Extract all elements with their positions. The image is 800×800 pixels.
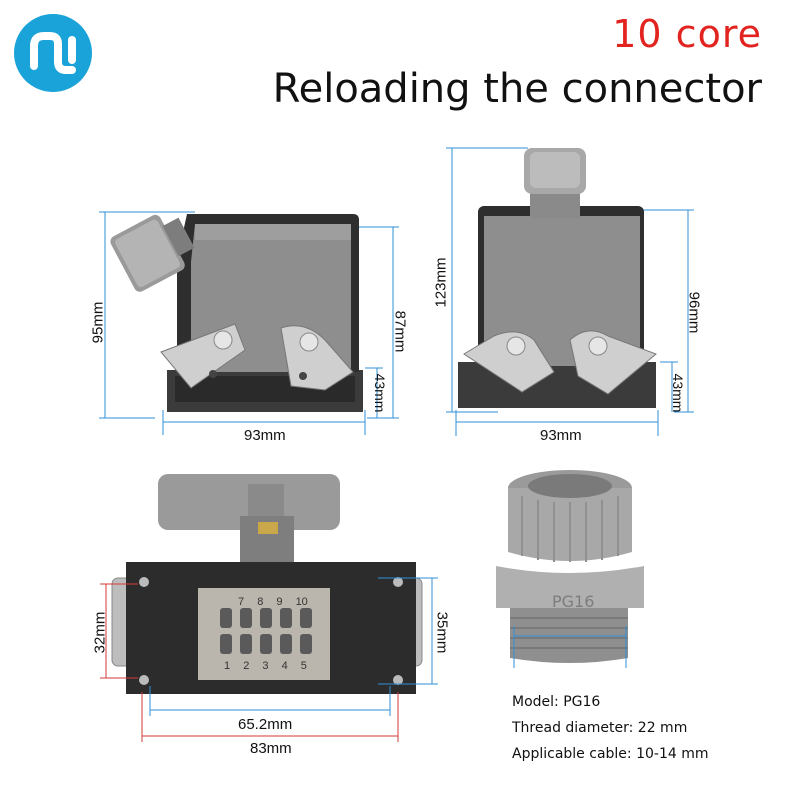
pin-label: 4 <box>281 660 288 672</box>
front-body-height-label: 96mm <box>685 291 703 334</box>
side-height-left-label: 95mm <box>89 301 107 344</box>
subtitle-core-count: 10 core <box>612 12 762 56</box>
cable-gland-image <box>496 470 644 668</box>
gland-marking: PG16 <box>552 592 595 611</box>
spec-model: Model: PG16 <box>512 694 601 710</box>
front-total-height-label: 123mm <box>432 257 450 308</box>
spec-applicable-cable: Applicable cable: 10-14 mm <box>512 746 709 762</box>
pin-label: 1 <box>224 660 231 672</box>
pin-label: 9 <box>276 596 283 608</box>
front-base-height-label: 43mm <box>670 373 686 413</box>
outer-width-label: 83mm <box>250 740 292 757</box>
pin-label: 5 <box>300 660 307 672</box>
page-title: Reloading the connector <box>272 66 762 112</box>
spec-thread-diameter: Thread diameter: 22 mm <box>512 720 688 736</box>
side-width-label: 93mm <box>244 427 286 444</box>
pin-labels-top: 7 8 9 10 <box>238 596 308 608</box>
side-height-right-label: 87mm <box>391 310 409 353</box>
side-view-connector <box>99 211 399 435</box>
outer-height-label: 35mm <box>433 611 451 654</box>
pin-label: 8 <box>257 596 264 608</box>
side-base-height-label: 43mm <box>372 373 388 413</box>
pin-labels-bottom: 1 2 3 4 5 <box>224 660 307 672</box>
brand-logo-icon <box>14 14 92 92</box>
pin-label: 2 <box>243 660 250 672</box>
front-width-label: 93mm <box>540 427 582 444</box>
inner-width-label: 65.2mm <box>238 716 293 733</box>
insert-face-view <box>100 474 438 742</box>
pin-label: 7 <box>238 596 245 608</box>
front-view-connector <box>446 147 694 436</box>
pin-label: 10 <box>295 596 308 608</box>
inner-height-label: 32mm <box>91 611 109 654</box>
pin-label: 3 <box>262 660 269 672</box>
